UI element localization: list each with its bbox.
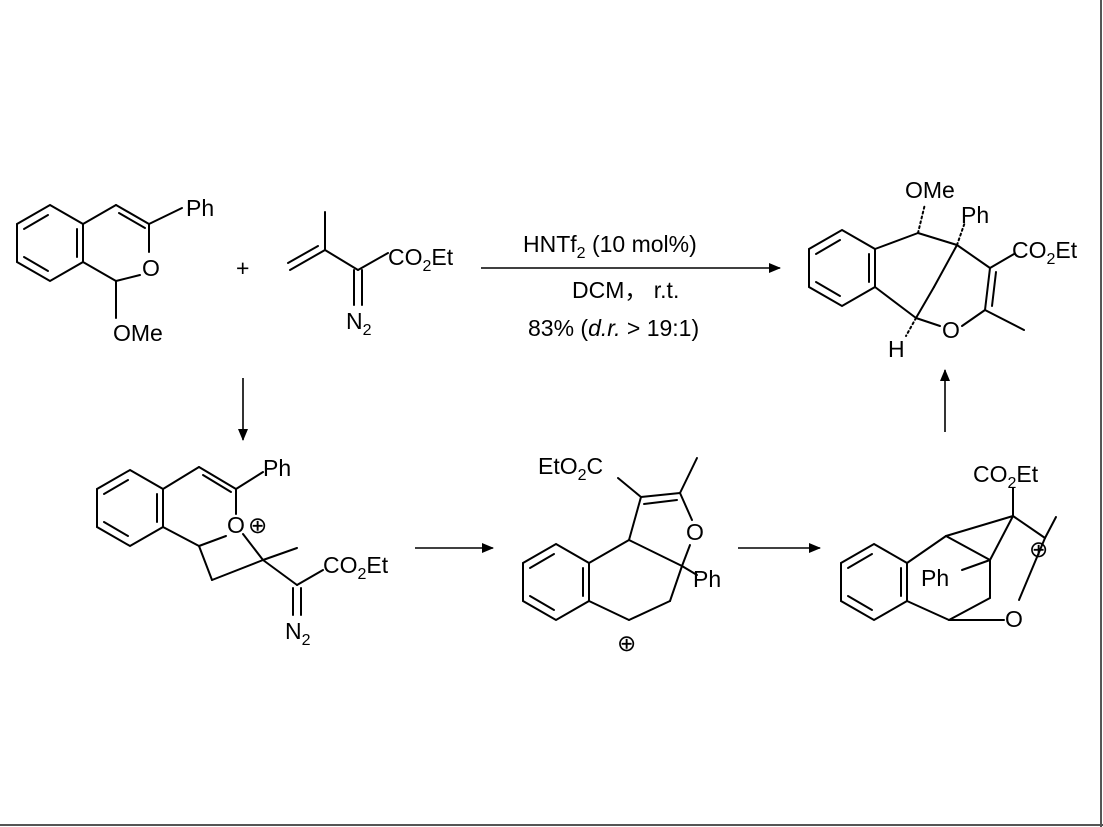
intermediate-2-furan-cation: EtO2C O Ph ⊕ bbox=[522, 453, 721, 656]
reactant-vinyl-diazoester: CO2Et N2 bbox=[287, 211, 454, 339]
catalyst-label: HNTf2 (10 mol%) bbox=[523, 231, 697, 262]
intermediate-1-charge: ⊕ bbox=[248, 512, 267, 538]
reactant-2-diazo-label: N2 bbox=[346, 308, 372, 339]
product-ester-label: CO2Et bbox=[1012, 237, 1078, 268]
product-hydrogen-label: H bbox=[888, 336, 905, 362]
plus-sign: + bbox=[236, 255, 249, 281]
solvent-temperature-label: DCM， r.t. bbox=[572, 277, 679, 303]
intermediate-2-ester-label: EtO2C bbox=[538, 453, 603, 484]
reactant-1-phenyl-label: Ph bbox=[186, 195, 214, 221]
intermediate-1-phenyl-label: Ph bbox=[263, 455, 291, 481]
intermediate-1-oxygen-label: O bbox=[227, 512, 245, 538]
intermediate-1-ester-label: CO2Et bbox=[323, 552, 389, 583]
product-oxygen-label: O bbox=[942, 317, 960, 343]
intermediate-2-charge: ⊕ bbox=[617, 630, 636, 656]
reactant-1-oxygen-label: O bbox=[142, 255, 160, 281]
intermediate-2-oxygen-label: O bbox=[686, 519, 704, 545]
intermediate-2-phenyl-label: Ph bbox=[693, 566, 721, 592]
intermediate-1-oxonium: Ph O ⊕ CO2Et N2 bbox=[96, 455, 389, 649]
intermediate-3-cyclopropane-cation: CO2Et ⊕ Ph O bbox=[840, 461, 1057, 632]
product-methoxy-label: OMe bbox=[905, 177, 955, 203]
intermediate-1-diazo-label: N2 bbox=[285, 618, 311, 649]
intermediate-3-ester-label: CO2Et bbox=[973, 461, 1039, 492]
intermediate-3-phenyl-label: Ph bbox=[921, 565, 949, 591]
yield-label: 83% (d.r. > 19:1) bbox=[528, 315, 699, 341]
reactant-2-ester-label: CO2Et bbox=[388, 244, 454, 275]
reactant-isochromene: Ph O OMe bbox=[16, 195, 214, 346]
intermediate-3-charge: ⊕ bbox=[1029, 536, 1048, 562]
reactant-1-methoxy-label: OMe bbox=[113, 320, 163, 346]
product-structure: OMe Ph CO2Et H O bbox=[808, 177, 1078, 362]
product-phenyl-label: Ph bbox=[961, 202, 989, 228]
intermediate-3-oxygen-label: O bbox=[1005, 606, 1023, 632]
